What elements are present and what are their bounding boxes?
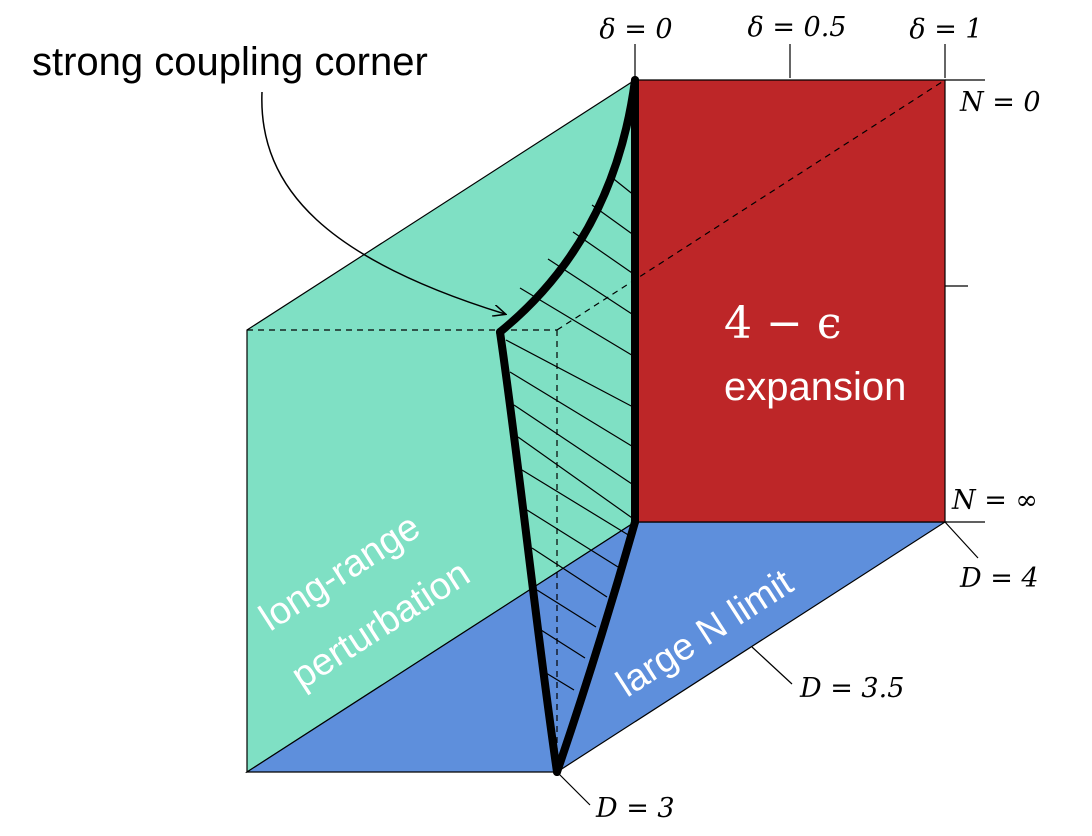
n-0-label: N = 0 bbox=[959, 87, 1041, 118]
corner-arrow bbox=[261, 91, 505, 314]
n-infinity-label: N = ∞ bbox=[951, 485, 1038, 516]
expansion-label: expansion bbox=[724, 365, 906, 409]
d-35-label: D = 3.5 bbox=[799, 673, 904, 704]
epsilon-label: 4 − ϵ bbox=[724, 298, 841, 349]
d-4-label: D = 4 bbox=[959, 563, 1039, 594]
delta-05-label: δ = 0.5 bbox=[748, 12, 847, 43]
delta-1-label: δ = 1 bbox=[909, 14, 982, 45]
strong-coupling-boundary bbox=[496, 76, 639, 776]
delta-0-label: δ = 0 bbox=[599, 14, 672, 45]
strong-coupling-corner-label: strong coupling corner bbox=[32, 40, 428, 84]
d-3-label: D = 3 bbox=[595, 793, 675, 824]
tick-marks bbox=[556, 44, 985, 806]
